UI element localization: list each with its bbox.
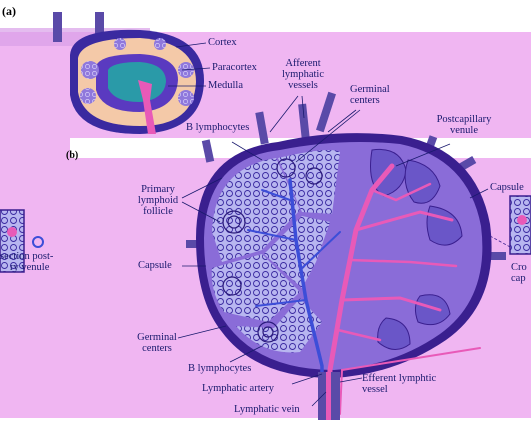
label-cross-right-line2: cap [511,273,526,284]
label-primary-line2: lymphoid [137,195,179,206]
germinal-centers [222,158,323,343]
label-germinal-top-line1: Germinal [350,84,390,95]
label-efferent-line1: Efferent lymphtic [362,373,437,384]
panel-a-label: (a) [2,4,16,18]
label-cross-left-line2: ry venule [10,262,50,273]
label-cortex: Cortex [208,37,237,48]
afferent-vessels [186,91,506,260]
label-b-lymphocytes-top: B lymphocytes [186,122,250,133]
label-primary-line1: Primary [141,184,175,195]
label-cross-section-left: section post- ry venule [0,251,53,273]
label-postcapillary-line2: venule [450,125,478,136]
cross-section-left [0,209,44,273]
label-afferent-line1: Afferent [285,58,321,69]
large-lymph-node [186,91,506,420]
label-paracortex: Paracortex [212,62,257,73]
label-postcapillary-line1: Postcapillary [436,114,492,125]
label-capsule-right: Capsule [490,182,524,193]
label-capsule-left: Capsule [138,260,172,271]
label-germinal-bottom-line2: centers [142,343,172,354]
label-afferent-line2: lymphatic [282,69,324,80]
label-afferent-line3: vessels [288,80,318,91]
label-primary-line3: follicle [143,206,173,217]
label-efferent-line2: vessel [362,384,388,395]
small-lymph-node [53,12,211,134]
label-b-lymphocytes-bottom: B lymphocytes [188,363,252,374]
label-lymphatic-artery: Lymphatic artery [202,383,275,394]
panel-b-label: (b) [66,150,79,161]
leader-lines [177,95,489,407]
label-primary-follicle: Primary lymphoid follicle [134,184,182,217]
label-cross-right-line1: Cro [511,262,527,273]
cross-section-right [489,195,531,255]
label-afferent: Afferent lymphatic vessels [280,58,326,91]
label-cross-section-right: Cro cap [511,262,527,284]
label-germinal-bottom: Germinal centers [132,332,182,354]
label-lymphatic-vein: Lymphatic vein [234,404,300,415]
label-germinal-bottom-line1: Germinal [137,332,177,343]
label-germinal-top-line2: centers [350,95,380,106]
label-postcapillary: Postcapillary venule [426,114,502,136]
label-germinal-top: Germinal centers [350,84,390,106]
label-medulla: Medulla [208,80,243,91]
label-efferent: Efferent lymphtic vessel [362,373,436,395]
label-cross-left-line1: section post- [0,251,54,262]
